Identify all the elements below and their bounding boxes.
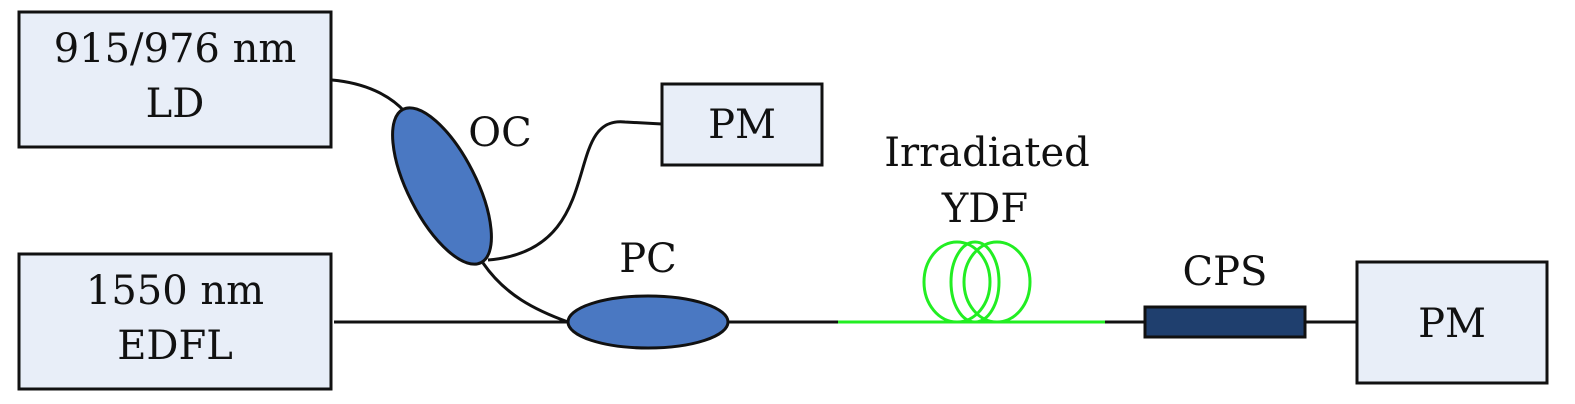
edfl-box [17,252,333,391]
pm-right-box [1355,260,1549,385]
ydf-loop-3 [962,240,1032,324]
pm-right-label: PM [1418,301,1486,347]
fibers [331,78,1357,324]
ydf-label-line1: Irradiated [884,130,1090,176]
cps-component [1143,305,1307,339]
edfl-label-line1: 1550 nm [86,268,264,314]
oc-label: OC [468,110,531,156]
ld-box [17,10,333,149]
pm-top-box [660,82,824,167]
fiber-oc-to-pm [487,120,663,262]
ld-label-line1: 915/976 nm [54,26,297,72]
pc-controller [566,294,730,350]
edfl-label-line2: EDFL [117,323,233,369]
fiber-ld-to-oc [331,78,407,113]
ydf-loop-2 [949,240,1001,324]
cps-label: CPS [1183,249,1268,295]
ydf-loop-1 [922,240,992,324]
ydf-label-line2: YDF [941,186,1028,232]
oc-coupler [391,106,493,266]
fiber-oc-to-pc [481,262,569,324]
pc-label: PC [619,236,677,282]
pm-top-label: PM [708,102,776,148]
ydf-coil [838,240,1105,324]
ld-label-line2: LD [146,81,205,127]
